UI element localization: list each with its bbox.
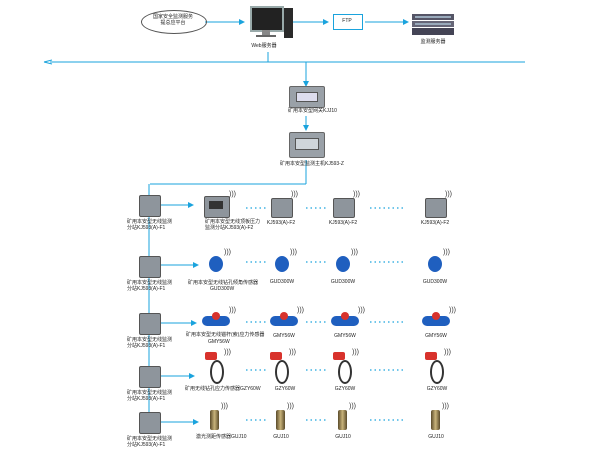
web-server-label: Web服务器 bbox=[251, 43, 277, 49]
anchor-model: GMY56W bbox=[273, 333, 295, 339]
wireless-icon: ))) bbox=[224, 249, 231, 256]
wireless-icon: ))) bbox=[442, 403, 449, 410]
wireless-icon: ))) bbox=[349, 403, 356, 410]
wireless-icon: ))) bbox=[297, 307, 304, 314]
borehole-stress-sensor-cable bbox=[275, 360, 289, 384]
substation-f1-icon bbox=[139, 412, 161, 434]
anchor-stress-sensor-head bbox=[280, 312, 288, 320]
inclination-sensor-icon bbox=[275, 256, 289, 272]
borehole-stress-sensor-cable bbox=[430, 360, 444, 384]
host-icon bbox=[289, 132, 325, 158]
laser-range-sensor-icon bbox=[276, 410, 285, 430]
substation-f2-label: KJ593(A)-F2 bbox=[266, 220, 296, 226]
host-label: 矿用本安型监测主机KJ593-Z bbox=[280, 161, 344, 167]
borehole-stress-sensor-cable bbox=[210, 360, 224, 384]
inclination-sensor-icon bbox=[209, 256, 223, 272]
platform-node bbox=[141, 10, 207, 34]
borehole-model: GZY60W bbox=[426, 386, 448, 392]
anchor-stress-sensor-icon bbox=[331, 316, 359, 326]
pressure-substation-label: 矿用本安型无线顶板压力 监测分站KJ593(A)-F2 bbox=[205, 219, 261, 231]
gateway-label: 矿用本安型网关KJJ10 bbox=[288, 108, 337, 114]
inclination-sensor-icon bbox=[336, 256, 350, 272]
laser-range-sensor-icon bbox=[210, 410, 219, 430]
inclination-model: GUD300W bbox=[330, 279, 356, 285]
anchor-model: GMY56W bbox=[334, 333, 356, 339]
substation-f2-label: KJ593(A)-F2 bbox=[328, 220, 358, 226]
borehole-stress-sensor-icon bbox=[425, 352, 437, 360]
wireless-icon: ))) bbox=[351, 249, 358, 256]
substation-f1-icon bbox=[139, 366, 161, 388]
anchor-model: GMY56W bbox=[208, 339, 230, 345]
laser-range-sensor-icon bbox=[431, 410, 440, 430]
anchor-caption: 矿用本安型无线锚杆(索)应力传感器 bbox=[186, 332, 265, 338]
ftp-label: FTP bbox=[342, 18, 352, 24]
laser-caption: 激光测距传感器GUJ10 bbox=[196, 434, 247, 440]
substation-f1-label: 矿用本安型无线监测 分站KJ593(A)-F1 bbox=[127, 436, 173, 448]
laser-model: GUJ10 bbox=[428, 434, 444, 440]
substation-f1-label: 矿用本安型无线监测 分站KJ593(A)-F1 bbox=[127, 219, 173, 231]
borehole-stress-sensor-icon bbox=[333, 352, 345, 360]
inclination-caption: 矿用本安型无线钻孔倾角传感器 bbox=[188, 280, 259, 286]
inclination-model: GUD300W bbox=[269, 279, 295, 285]
monitor-server-icon bbox=[412, 14, 454, 36]
inclination-sensor-icon bbox=[428, 256, 442, 272]
borehole-stress-sensor-cable bbox=[338, 360, 352, 384]
substation-f2-label: KJ593(A)-F2 bbox=[420, 220, 450, 226]
backbone-left-tip bbox=[43, 59, 53, 63]
wireless-icon: ))) bbox=[443, 249, 450, 256]
wireless-icon: ))) bbox=[352, 349, 359, 356]
wireless-icon: ))) bbox=[445, 191, 452, 198]
borehole-stress-sensor-icon bbox=[205, 352, 217, 360]
anchor-model: GMY56W bbox=[425, 333, 447, 339]
monitor-server-label: 监测服务器 bbox=[420, 39, 446, 45]
borehole-model: GZY60W bbox=[274, 386, 296, 392]
substation-f1-icon bbox=[139, 195, 161, 217]
borehole-stress-sensor-icon bbox=[270, 352, 282, 360]
laser-model: GUJ10 bbox=[335, 434, 351, 440]
anchor-stress-sensor-icon bbox=[270, 316, 298, 326]
laser-range-sensor-icon bbox=[338, 410, 347, 430]
ftp-box bbox=[333, 14, 363, 30]
laser-model: GUJ10 bbox=[273, 434, 289, 440]
pressure-substation-icon bbox=[204, 196, 230, 218]
inclination-model: GUD300W bbox=[210, 286, 235, 292]
wireless-icon: ))) bbox=[353, 191, 360, 198]
borehole-model: GZY60W bbox=[334, 386, 356, 392]
anchor-stress-sensor-head bbox=[432, 312, 440, 320]
substation-f2-icon bbox=[333, 198, 355, 218]
wireless-icon: ))) bbox=[229, 191, 236, 198]
wireless-icon: ))) bbox=[221, 403, 228, 410]
substation-f1-icon bbox=[139, 256, 161, 278]
backbone-left-tip2 bbox=[43, 61, 53, 65]
borehole-caption: 矿用无线钻孔应力传感器GZY60W bbox=[185, 386, 261, 392]
wireless-icon: ))) bbox=[289, 349, 296, 356]
wireless-icon: ))) bbox=[449, 307, 456, 314]
wireless-icon: ))) bbox=[358, 307, 365, 314]
substation-f1-label: 矿用本安型无线监测 分站KJ593(A)-F1 bbox=[127, 337, 173, 349]
anchor-stress-sensor-icon bbox=[202, 316, 230, 326]
wireless-icon: ))) bbox=[287, 403, 294, 410]
substation-f1-icon bbox=[139, 313, 161, 335]
substation-f2-icon bbox=[271, 198, 293, 218]
web-server-icon bbox=[250, 6, 294, 42]
anchor-stress-sensor-head bbox=[341, 312, 349, 320]
wireless-icon: ))) bbox=[229, 307, 236, 314]
substation-f1-label: 矿用本安型无线监测 分站KJ593(A)-F1 bbox=[127, 390, 173, 402]
inclination-model: GUD300W bbox=[422, 279, 448, 285]
anchor-stress-sensor-head bbox=[212, 312, 220, 320]
platform-label: 国家安全监测服务 提总应平台 bbox=[152, 14, 194, 26]
anchor-stress-sensor-icon bbox=[422, 316, 450, 326]
substation-f1-label: 矿用本安型无线监测 分站KJ593(A)-F1 bbox=[127, 280, 173, 292]
wireless-icon: ))) bbox=[444, 349, 451, 356]
gateway-icon bbox=[289, 86, 325, 108]
wireless-icon: ))) bbox=[290, 249, 297, 256]
substation-f2-icon bbox=[425, 198, 447, 218]
wireless-icon: ))) bbox=[224, 349, 231, 356]
wireless-icon: ))) bbox=[291, 191, 298, 198]
